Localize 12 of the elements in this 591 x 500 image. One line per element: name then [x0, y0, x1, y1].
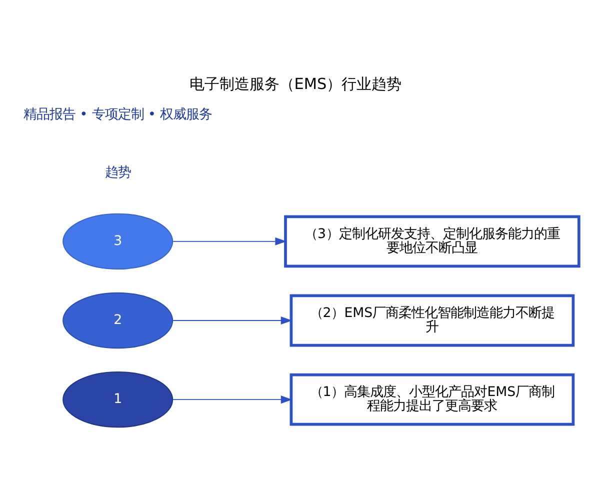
node-box: （2）EMS厂商柔性化智能制造能力不断提升	[290, 294, 575, 347]
diagram-title: 电子制造服务（EMS）行业趋势	[189, 74, 402, 93]
arrow	[172, 316, 292, 324]
node-box: （3）定制化研发支持、定制化服务能力的重要地位不断凸显	[284, 215, 580, 268]
node-ellipse: 3	[62, 213, 174, 270]
label: 精品报告 • 专项定制 • 权威服务	[24, 107, 212, 122]
arrow	[172, 237, 287, 246]
arrow	[172, 396, 292, 404]
node-ellipse: 2	[62, 292, 174, 349]
label: 趋势	[104, 165, 131, 180]
node-ellipse: 1	[62, 371, 174, 428]
node-box: （1）高集成度、小型化产品对EMS厂商制程能力提出了更高要求	[290, 373, 575, 426]
